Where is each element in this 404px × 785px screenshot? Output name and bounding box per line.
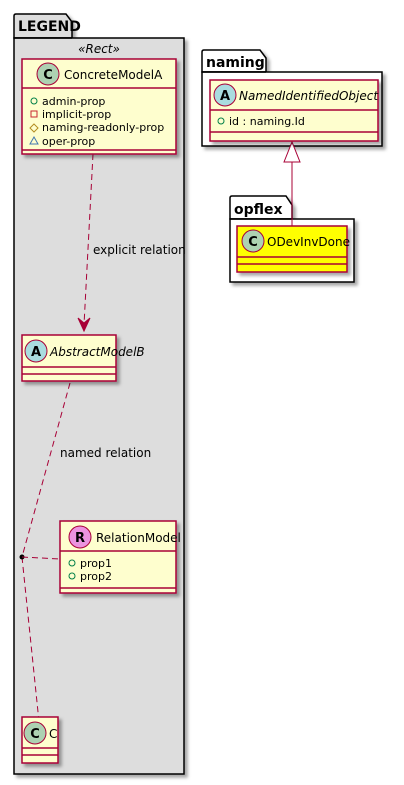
- class-name: NamedIdentifiedObject: [239, 89, 379, 103]
- attribute: oper-prop: [42, 135, 95, 148]
- abstract-badge-icon: [24, 339, 48, 363]
- named-relation-label: named relation: [60, 446, 151, 460]
- package-visibility-icon: [29, 135, 39, 145]
- class-name: AbstractModelB: [49, 345, 145, 359]
- class-named-identified-object[interactable]: A NamedIdentifiedObject id : naming.Id: [209, 79, 379, 142]
- legend-stereotype: «Rect»: [78, 42, 120, 56]
- class-name: RelationModel: [96, 531, 181, 545]
- abstract-badge-icon: [213, 83, 237, 107]
- legend-package-title: LEGEND: [18, 19, 81, 35]
- attribute: prop2: [80, 570, 112, 583]
- class-c[interactable]: C C: [21, 716, 59, 764]
- svg-text:R: R: [75, 531, 85, 546]
- class-name: ConcreteModelA: [64, 68, 163, 82]
- public-visibility-icon: [68, 559, 76, 567]
- svg-text:C: C: [248, 235, 258, 250]
- opflex-package-title: opflex: [234, 202, 283, 218]
- svg-text:A: A: [31, 345, 41, 360]
- attribute: id : naming.Id: [229, 115, 305, 128]
- svg-text:C: C: [30, 727, 40, 742]
- public-visibility-icon: [68, 572, 76, 580]
- generalization-relation[interactable]: [283, 140, 301, 233]
- protected-visibility-icon: [29, 123, 39, 133]
- class-abstract-model-b[interactable]: A AbstractModelB: [21, 334, 145, 382]
- class-name: ODevInvDone: [267, 235, 350, 249]
- explicit-relation[interactable]: explicit relation: [77, 153, 186, 333]
- attribute: prop1: [80, 557, 112, 570]
- attribute: implicit-prop: [42, 108, 111, 121]
- association-class-link: [21, 556, 61, 560]
- public-visibility-icon: [217, 117, 225, 125]
- explicit-relation-label: explicit relation: [93, 243, 186, 257]
- svg-text:A: A: [220, 89, 230, 104]
- private-visibility-icon: [30, 110, 38, 118]
- class-relation-model[interactable]: R RelationModel prop1 prop2: [59, 520, 181, 594]
- public-visibility-icon: [30, 97, 38, 105]
- attribute: admin-prop: [42, 95, 105, 108]
- class-badge-icon: [23, 721, 47, 745]
- relation-badge-icon: [68, 525, 92, 549]
- class-badge-icon: [36, 62, 60, 86]
- class-name: C: [49, 727, 57, 741]
- class-odev-inv-done[interactable]: C ODevInvDone: [236, 225, 350, 273]
- legend-package[interactable]: LEGEND «Rect»: [13, 13, 185, 775]
- class-concrete-model-a[interactable]: C ConcreteModelA admin-prop implicit-pro…: [21, 58, 177, 155]
- naming-package-title: naming: [206, 55, 265, 71]
- svg-text:C: C: [43, 68, 53, 83]
- attribute: naming-readonly-prop: [42, 121, 164, 134]
- class-badge-icon: [241, 229, 265, 253]
